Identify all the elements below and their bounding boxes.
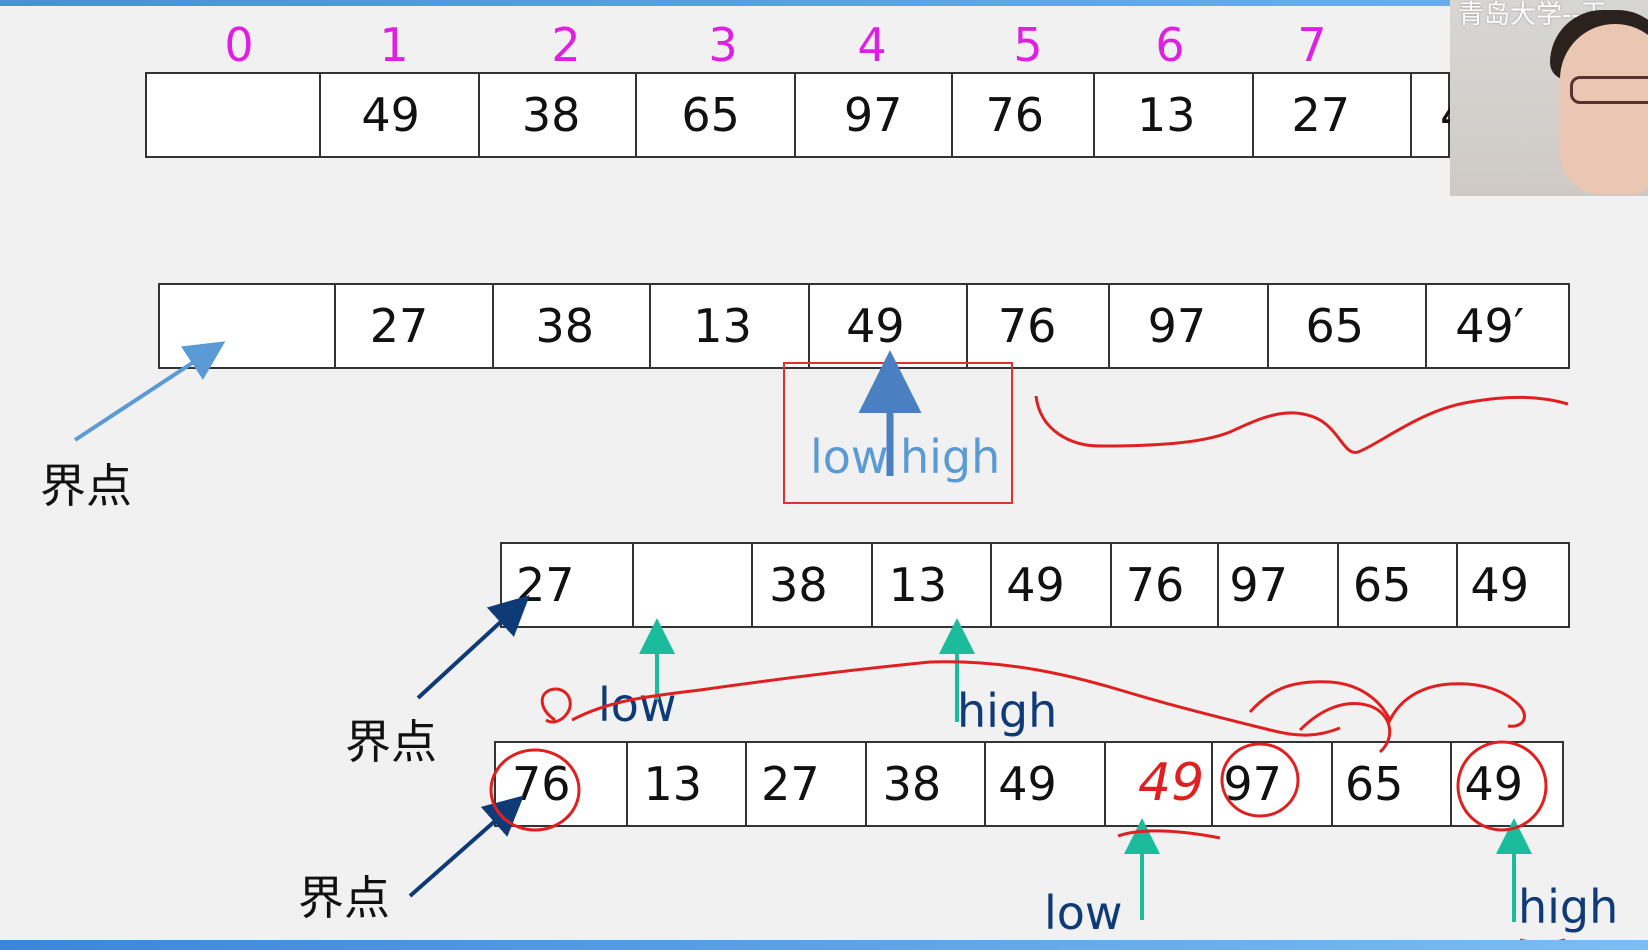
- handwritten-swap-curve: [571, 660, 1341, 737]
- array-cell: 38: [867, 743, 987, 825]
- array-cell: 49′: [1455, 299, 1525, 353]
- array-cell: 49: [1464, 757, 1523, 811]
- array-cell: 97: [1219, 544, 1339, 626]
- array-cell: 13: [651, 285, 811, 367]
- low-pointer-label: low: [810, 430, 889, 484]
- index-label: 3: [708, 18, 738, 72]
- array-cell: 27: [1254, 74, 1412, 156]
- glasses-icon: [1570, 76, 1648, 104]
- index-label: 1: [379, 18, 409, 72]
- low-pointer-label: low: [598, 678, 677, 732]
- array-cell: 76: [1112, 544, 1220, 626]
- array-cell: 38: [494, 285, 652, 367]
- array-cell: 76: [968, 285, 1110, 367]
- array-cell: 65: [1339, 544, 1459, 626]
- high-pointer-label: high: [957, 684, 1058, 738]
- array-row-after-partition: 27 38 13 49 76 97 65 49′: [158, 283, 1570, 369]
- array-cell: 49: [321, 74, 480, 156]
- array-cell: 27: [502, 544, 634, 626]
- handwritten-underline: [1117, 829, 1221, 840]
- array-row-initial: 49 38 65 97 76 13 27 4: [145, 72, 1469, 158]
- index-label: 5: [1013, 18, 1043, 72]
- array-row-fourth: 76 13 27 38 49 97 65 49: [494, 741, 1564, 827]
- handwritten-loop: [1248, 680, 1526, 728]
- index-label: 7: [1297, 18, 1327, 72]
- index-label: 4: [857, 18, 887, 72]
- array-row-third: 27 38 13 49 76 97 65 49: [500, 542, 1570, 628]
- presenter-face: [1560, 24, 1648, 194]
- handwritten-loop: [540, 687, 572, 724]
- high-pointer-label: high: [900, 430, 1001, 484]
- top-window-strip: [0, 0, 1648, 6]
- index-label: 2: [551, 18, 581, 72]
- array-cell: 97: [1110, 285, 1270, 367]
- array-cell: 76: [496, 743, 628, 825]
- array-cell: [634, 544, 754, 626]
- array-cell: [1106, 743, 1214, 825]
- array-cell: 27: [747, 743, 867, 825]
- boundary-label: 界点: [345, 715, 437, 769]
- array-cell: 13: [628, 743, 748, 825]
- array-cell: 38: [480, 74, 638, 156]
- array-cell: 49: [1470, 558, 1529, 612]
- presenter-webcam: 青岛大学--王: [1450, 0, 1648, 196]
- array-cell: [160, 285, 336, 367]
- index-label: 0: [224, 18, 254, 72]
- array-cell: 38: [753, 544, 873, 626]
- array-cell: [147, 74, 322, 156]
- array-cell: 65: [1269, 285, 1428, 367]
- highlight-box: [783, 362, 1013, 504]
- array-cell: 13: [1095, 74, 1254, 156]
- bottom-window-strip: [0, 940, 1648, 950]
- array-cell: 65: [637, 74, 796, 156]
- array-cell: 27: [336, 285, 494, 367]
- handwritten-underline: [1034, 395, 1569, 454]
- high-pointer-label: high: [1518, 880, 1619, 934]
- index-label: 6: [1155, 18, 1185, 72]
- boundary-label: 界点: [298, 871, 390, 925]
- array-cell: 13: [873, 544, 993, 626]
- boundary-label: 界点: [40, 459, 132, 513]
- array-cell: 4: [1412, 74, 1469, 156]
- array-cell: 49: [986, 743, 1106, 825]
- array-cell: 97: [1213, 743, 1333, 825]
- low-pointer-label: low: [1044, 886, 1123, 940]
- array-cell: 97: [796, 74, 954, 156]
- array-cell: 49: [992, 544, 1112, 626]
- array-cell: 76: [953, 74, 1095, 156]
- array-cell: 65: [1333, 743, 1453, 825]
- array-cell: 49: [810, 285, 968, 367]
